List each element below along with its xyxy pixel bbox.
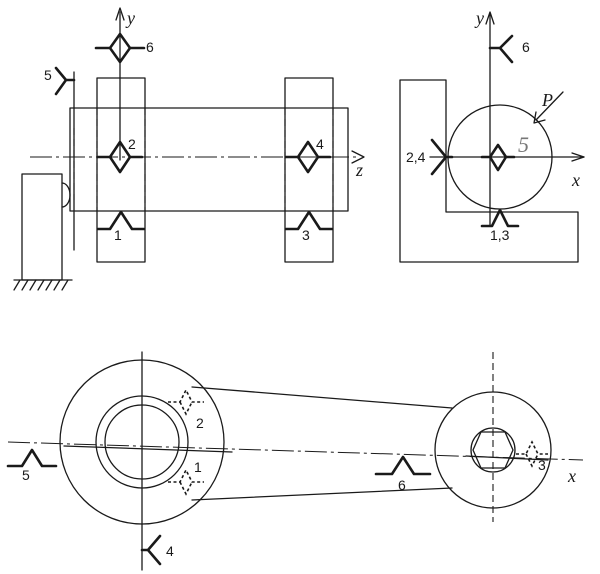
label-6: 6 xyxy=(146,39,154,55)
support-symbol-1 xyxy=(168,468,204,496)
support-symbol-2 xyxy=(168,388,204,416)
support-symbol-6 xyxy=(488,34,514,64)
label-2-4: 2,4 xyxy=(406,149,426,165)
support-symbol-6 xyxy=(94,32,146,64)
z-axis-arrow xyxy=(351,150,365,164)
label-6: 6 xyxy=(398,477,406,493)
support-symbol-1-3 xyxy=(480,208,520,228)
contact-bump xyxy=(61,182,71,208)
support-symbol-3 xyxy=(516,440,548,468)
bottom-view: x 2 1 3 5 6 4 xyxy=(6,351,584,571)
y-axis-label: y xyxy=(125,8,135,28)
top-right-view: y x P 5 6 2,4 1,3 xyxy=(399,8,585,263)
y-axis-label: y xyxy=(474,8,484,28)
hex-hole xyxy=(472,431,514,469)
support-symbol-5 xyxy=(54,66,76,96)
y-axis-arrow xyxy=(115,7,125,21)
force-label: P xyxy=(541,90,553,110)
support-bracket xyxy=(21,173,63,281)
x-axis-label: x xyxy=(571,170,580,190)
l-fixture xyxy=(399,79,579,263)
z-axis-label: z xyxy=(355,160,363,180)
x-axis-arrow xyxy=(571,152,585,162)
support-symbol-3 xyxy=(284,210,334,231)
top-left-view: y z 6 5 xyxy=(13,7,365,291)
label-1: 1 xyxy=(114,227,122,243)
part-body xyxy=(69,107,349,212)
label-4: 4 xyxy=(316,136,324,152)
label-3: 3 xyxy=(302,227,310,243)
label-3: 3 xyxy=(538,457,546,473)
label-1-3: 1,3 xyxy=(490,227,510,243)
label-5: 5 xyxy=(22,467,30,483)
label-4: 4 xyxy=(166,543,174,559)
label-2: 2 xyxy=(128,136,136,152)
force-arrow xyxy=(535,91,564,121)
label-5: 5 xyxy=(518,132,529,157)
support-symbol-6 xyxy=(374,455,432,476)
label-2: 2 xyxy=(196,415,204,431)
y-axis-arrow xyxy=(485,11,495,25)
force-arrow-head xyxy=(533,111,546,124)
small-boss-hole xyxy=(470,427,516,473)
label-5: 5 xyxy=(44,67,52,83)
support-symbol-4 xyxy=(140,534,162,566)
label-1: 1 xyxy=(194,459,202,475)
cross-line xyxy=(63,445,233,453)
cross-line-small xyxy=(465,455,549,461)
support-symbol-2-4 xyxy=(430,138,454,176)
arm-edge-bottom xyxy=(191,487,453,501)
support-symbol-center xyxy=(480,143,516,172)
support-symbol-5 xyxy=(6,448,58,468)
support-symbol-1 xyxy=(96,210,146,231)
support-symbol-2 xyxy=(96,140,144,174)
arm-edge-top xyxy=(191,386,453,409)
label-6: 6 xyxy=(522,39,530,55)
ground-hatch xyxy=(13,279,69,291)
x-axis-label: x xyxy=(567,466,576,486)
support-symbol-4 xyxy=(284,140,332,174)
